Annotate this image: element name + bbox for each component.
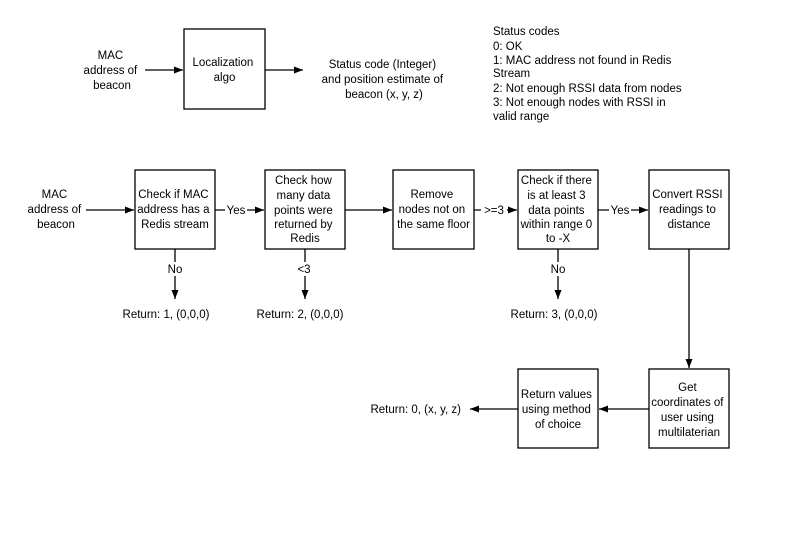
localization-algo-box xyxy=(183,28,266,110)
yes-label-1: Yes xyxy=(227,205,246,217)
status-codes-legend: Status codes 0: OK 1: MAC address not fo… xyxy=(493,26,685,123)
return-0-label: Return: 0, (x, y, z) xyxy=(370,404,461,416)
check-mac-box xyxy=(134,169,216,250)
return-2-label: Return: 2, (0,0,0) xyxy=(257,309,344,321)
lt3-label: <3 xyxy=(297,264,310,276)
convert-rssi-box xyxy=(648,169,730,250)
get-coordinates-box xyxy=(648,368,730,449)
main-flow: MAC address of beacon Check if MAC addre… xyxy=(28,169,730,449)
check-range-label: Check if there is at least 3 data points… xyxy=(520,175,596,245)
flow-input-label: MAC address of beacon xyxy=(28,189,85,231)
ge3-label: >=3 xyxy=(484,205,504,217)
localization-algo-label: Localization algo xyxy=(193,57,257,84)
return-values-label: Return values using method of choice xyxy=(521,389,595,431)
check-points-label: Check how many data points were returned… xyxy=(274,175,336,245)
remove-nodes-label: Remove nodes not on the same floor xyxy=(397,189,470,231)
convert-rssi-label: Convert RSSI readings to distance xyxy=(652,189,726,231)
return-1-label: Return: 1, (0,0,0) xyxy=(123,309,210,321)
top-output-label: Status code (Integer) and position estim… xyxy=(322,59,447,101)
return-3-label: Return: 3, (0,0,0) xyxy=(511,309,598,321)
check-mac-label: Check if MAC address has a Redis stream xyxy=(137,189,212,231)
check-range-box xyxy=(517,169,599,250)
yes-label-2: Yes xyxy=(611,205,630,217)
no-label-1: No xyxy=(168,264,183,276)
get-coordinates-label: Get coordinates of user using multilater… xyxy=(651,382,726,439)
top-input-label: MAC address of beacon xyxy=(84,50,141,92)
no-label-2: No xyxy=(551,264,566,276)
remove-nodes-box xyxy=(392,169,475,250)
top-overview: MAC address of beacon Localization algo … xyxy=(84,28,447,110)
return-values-box xyxy=(517,368,599,449)
